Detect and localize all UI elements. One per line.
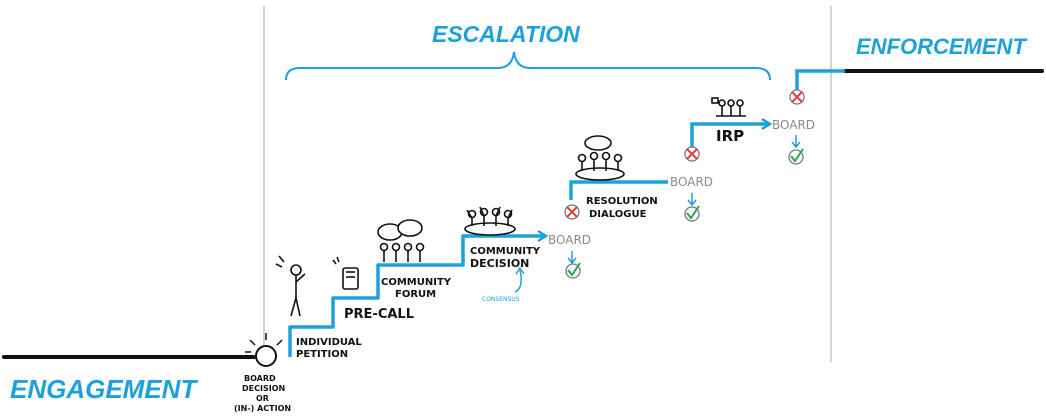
cross-icon: [564, 204, 580, 220]
board-label-2: BOARD: [670, 175, 713, 189]
step-individual-line1: INDIVIDUAL: [296, 337, 362, 348]
staircase-step-irp: [690, 122, 770, 148]
speech-bubble-icon: [584, 135, 612, 151]
board-label-1: BOARD: [548, 233, 591, 247]
cross-icon: [789, 89, 805, 105]
step-resolution-line1: RESOLUTION: [586, 196, 658, 207]
phase-engagement: ENGAGEMENT: [10, 374, 198, 404]
step-resolution-line2: DIALOGUE: [589, 209, 647, 220]
step-decision-line1: COMMUNITY: [470, 246, 541, 257]
step-forum-line1: COMMUNITY: [381, 277, 452, 288]
check-icon: [788, 148, 804, 165]
group-icon: [575, 151, 625, 181]
step-decision-line2: DECISION: [470, 257, 529, 270]
group-icon: [464, 206, 516, 236]
escalation-bracket: [285, 51, 771, 81]
board-label-3: BOARD: [772, 118, 815, 132]
group-icon: [379, 242, 425, 262]
trigger-line4: (IN-) ACTION: [234, 404, 291, 413]
trigger-line2: DECISION: [242, 384, 285, 393]
phase-escalation: ESCALATION: [432, 21, 580, 47]
arrow-icon: [791, 135, 801, 149]
step-irp: IRP: [716, 127, 744, 145]
step-individual-line2: PETITION: [296, 349, 348, 360]
arrow-icon: [761, 117, 773, 131]
arrow-icon: [687, 193, 697, 207]
arrow-icon: [567, 251, 577, 265]
step-forum-line2: FORUM: [395, 289, 436, 300]
consensus-arrow-icon: [514, 269, 522, 293]
check-icon: [684, 205, 700, 222]
staircase-step-resolution: [569, 180, 668, 200]
escalation-staircase: [288, 234, 545, 357]
arrow-icon: [537, 229, 549, 243]
consensus-label: CONSENSUS: [482, 296, 520, 303]
arrow-icon: [515, 266, 525, 275]
trigger-line1: BOARD: [244, 374, 276, 383]
trigger-line3: OR: [256, 394, 269, 403]
cross-icon: [684, 146, 700, 162]
check-icon: [565, 262, 581, 279]
phone-icon: [332, 256, 359, 290]
lightbulb-icon: [245, 333, 283, 367]
person-icon: [275, 255, 306, 317]
speech-bubble-icon: [377, 219, 423, 241]
staircase-step-enforcement: [795, 69, 845, 90]
group-icon: [711, 97, 746, 117]
phase-enforcement: ENFORCEMENT: [856, 34, 1027, 59]
step-precall: PRE-CALL: [344, 307, 414, 322]
